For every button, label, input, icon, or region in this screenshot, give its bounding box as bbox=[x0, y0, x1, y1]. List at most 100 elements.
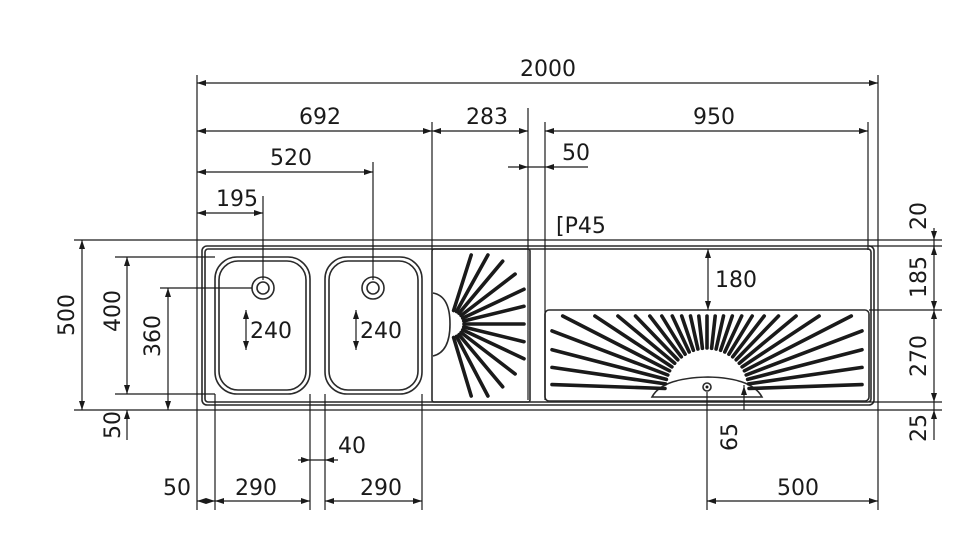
rib bbox=[745, 347, 864, 382]
rib bbox=[742, 314, 854, 373]
arrowhead bbox=[931, 301, 937, 310]
label-overall-length: 2000 bbox=[520, 57, 576, 82]
rib bbox=[747, 382, 864, 391]
rib bbox=[459, 330, 517, 376]
rib bbox=[460, 328, 526, 361]
rib bbox=[670, 314, 692, 354]
arrowhead bbox=[243, 341, 249, 350]
label-waste-offset: 195 bbox=[216, 187, 258, 212]
rib bbox=[593, 314, 674, 369]
arrowhead bbox=[931, 393, 937, 402]
label-right-middle: 270 bbox=[907, 335, 932, 377]
label-front-edge: 50 bbox=[101, 411, 126, 439]
arrowhead bbox=[124, 410, 130, 419]
rib bbox=[718, 314, 735, 353]
rib bbox=[550, 365, 668, 386]
ribs-drainer bbox=[550, 314, 864, 391]
arrowhead bbox=[243, 310, 249, 319]
label-bowl-depth: 400 bbox=[101, 290, 126, 332]
arrowhead bbox=[931, 310, 937, 319]
rib bbox=[550, 347, 669, 382]
rib bbox=[550, 382, 667, 391]
arrowhead bbox=[705, 249, 711, 258]
arrowhead bbox=[79, 240, 85, 249]
rib bbox=[457, 259, 505, 316]
arrowhead bbox=[364, 169, 373, 175]
rib bbox=[461, 304, 526, 323]
dimension-lines bbox=[81, 82, 935, 502]
arrowhead bbox=[519, 164, 528, 170]
arrowhead bbox=[197, 210, 206, 216]
ribbed-section bbox=[431, 248, 531, 403]
label-right-top: 20 bbox=[907, 202, 932, 230]
arrowhead bbox=[869, 498, 878, 504]
arrowhead bbox=[519, 128, 528, 134]
arrowhead bbox=[413, 498, 422, 504]
rib bbox=[730, 314, 767, 359]
waste-hole-left bbox=[251, 276, 275, 300]
arrowhead bbox=[215, 498, 224, 504]
label-bowls-section: 692 bbox=[299, 105, 341, 130]
label-bowl2-depth: 240 bbox=[360, 319, 402, 344]
rib bbox=[740, 314, 821, 369]
label-left-margin: 50 bbox=[163, 476, 191, 501]
label-drainer-section: 950 bbox=[693, 105, 735, 130]
arrowhead bbox=[206, 498, 215, 504]
rib bbox=[714, 314, 726, 351]
label-bowl-gap: 40 bbox=[338, 434, 366, 459]
arrowhead bbox=[931, 246, 937, 255]
rib bbox=[734, 314, 781, 362]
rib bbox=[744, 329, 864, 377]
arrowhead bbox=[545, 128, 554, 134]
arrowhead bbox=[197, 80, 206, 86]
arrowhead bbox=[353, 310, 359, 319]
arrowhead bbox=[705, 301, 711, 310]
arrowhead bbox=[353, 341, 359, 350]
label-drain-position: 500 bbox=[777, 476, 819, 501]
ribs-left bbox=[451, 253, 526, 398]
rib bbox=[459, 272, 517, 318]
arrowhead bbox=[165, 401, 171, 410]
rib bbox=[633, 314, 680, 362]
label-right-bottom: 25 bbox=[907, 414, 932, 442]
label-profile: [P45 bbox=[556, 214, 606, 239]
arrowhead bbox=[931, 410, 937, 419]
rib bbox=[616, 314, 677, 366]
rib bbox=[709, 314, 718, 351]
arrowhead bbox=[423, 128, 432, 134]
rib bbox=[457, 332, 505, 389]
label-bowl2-width: 290 bbox=[360, 476, 402, 501]
rib bbox=[550, 329, 670, 377]
rib bbox=[722, 314, 744, 354]
arrowhead bbox=[254, 210, 263, 216]
arrowhead bbox=[124, 257, 130, 266]
label-overall-depth: 500 bbox=[55, 294, 80, 336]
arrowhead bbox=[197, 169, 206, 175]
arrowhead bbox=[741, 386, 747, 395]
arrowhead bbox=[432, 128, 441, 134]
sink-outline bbox=[201, 245, 875, 406]
label-bowl-waste-spacing: 520 bbox=[270, 146, 312, 171]
rib bbox=[727, 314, 755, 357]
label-gap: 50 bbox=[562, 141, 590, 166]
arrowhead bbox=[301, 457, 310, 463]
rib bbox=[451, 253, 474, 313]
arrowhead bbox=[301, 498, 310, 504]
rib bbox=[454, 253, 490, 314]
arrowhead bbox=[325, 457, 334, 463]
label-drain-offset: 65 bbox=[718, 423, 743, 451]
label-bowl-inner-depth: 360 bbox=[141, 315, 166, 357]
rib bbox=[460, 287, 526, 320]
arrowheads bbox=[79, 80, 937, 504]
waste-hole-right bbox=[361, 276, 385, 300]
arrowhead bbox=[197, 498, 206, 504]
label-drainer-offset: 180 bbox=[715, 268, 757, 293]
arrowhead bbox=[165, 288, 171, 297]
arrowhead bbox=[325, 498, 334, 504]
arrowhead bbox=[931, 231, 937, 240]
rib bbox=[696, 314, 705, 351]
arrowhead bbox=[707, 498, 716, 504]
rib bbox=[454, 334, 490, 398]
rib bbox=[560, 314, 672, 373]
